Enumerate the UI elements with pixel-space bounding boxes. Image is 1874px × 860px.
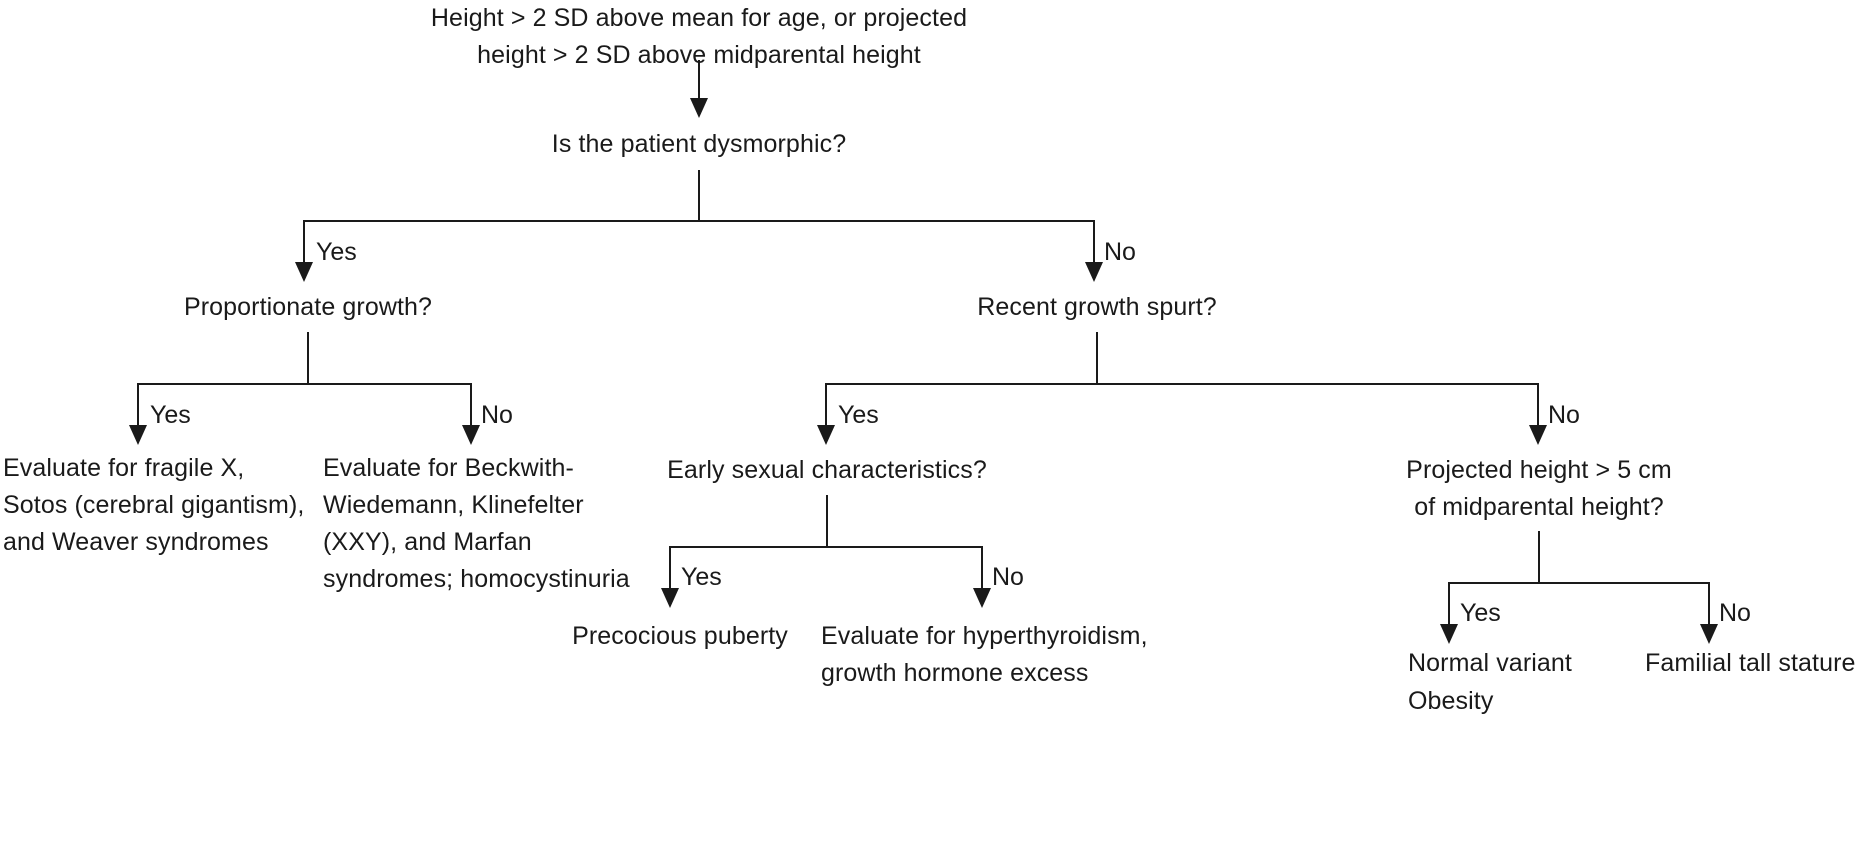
arrowhead-sexual-yes bbox=[661, 588, 679, 608]
edge-dysmorphic-bar bbox=[303, 220, 1094, 222]
node-evaluate-beckwith: Evaluate for Beckwith- Wiedemann, Klinef… bbox=[323, 454, 630, 593]
edge-label-dysmorphic-no: No bbox=[1104, 238, 1136, 266]
node-evaluate-fragile-x: Evaluate for fragile X, Sotos (cerebral … bbox=[3, 454, 305, 556]
node-precocious-puberty: Precocious puberty bbox=[572, 622, 788, 650]
node-recent-growth-spurt: Recent growth spurt? bbox=[977, 293, 1217, 321]
edge-proportionate-bar bbox=[137, 383, 472, 385]
edge-dysmorphic-yes-drop bbox=[303, 220, 305, 273]
edge-projected-stem bbox=[1538, 531, 1540, 583]
edge-sexual-no-drop bbox=[981, 546, 983, 600]
edge-projected-yes-drop bbox=[1448, 582, 1450, 636]
node-familial-tall-stature: Familial tall stature bbox=[1645, 649, 1856, 677]
edge-label-dysmorphic-yes: Yes bbox=[316, 238, 357, 266]
node-obesity: Obesity bbox=[1408, 687, 1494, 715]
edge-spurt-bar bbox=[825, 383, 1539, 385]
edge-label-proportionate-no: No bbox=[481, 401, 513, 429]
arrowhead-projected-yes bbox=[1440, 624, 1458, 644]
arrowhead-spurt-no bbox=[1529, 425, 1547, 445]
arrowhead-spurt-yes bbox=[817, 425, 835, 445]
arrowhead-projected-no bbox=[1700, 624, 1718, 644]
node-early-sexual-characteristics: Early sexual characteristics? bbox=[667, 456, 987, 484]
arrowhead-proportionate-no bbox=[462, 425, 480, 445]
edge-dysmorphic-stem bbox=[698, 170, 700, 221]
edge-spurt-no-drop bbox=[1537, 383, 1539, 437]
edge-sexual-yes-drop bbox=[669, 546, 671, 600]
edge-proportionate-yes-drop bbox=[137, 383, 139, 437]
node-root-criteria: Height > 2 SD above mean for age, or pro… bbox=[430, 4, 968, 69]
edge-sexual-stem bbox=[826, 495, 828, 547]
edge-dysmorphic-no-drop bbox=[1093, 220, 1095, 273]
edge-proportionate-no-drop bbox=[470, 383, 472, 437]
node-projected-height: Projected height > 5 cm of midparental h… bbox=[1406, 456, 1672, 521]
node-is-patient-dysmorphic: Is the patient dysmorphic? bbox=[551, 130, 847, 158]
edge-sexual-bar bbox=[669, 546, 983, 548]
arrowhead-sexual-no bbox=[973, 588, 991, 608]
edge-label-sexual-no: No bbox=[992, 563, 1024, 591]
edge-projected-bar bbox=[1448, 582, 1709, 584]
edge-label-spurt-no: No bbox=[1548, 401, 1580, 429]
node-evaluate-hyperthyroidism: Evaluate for hyperthyroidism, growth hor… bbox=[821, 622, 1148, 687]
edge-proportionate-stem bbox=[307, 332, 309, 384]
node-proportionate-growth: Proportionate growth? bbox=[183, 293, 433, 321]
edge-label-projected-no: No bbox=[1719, 599, 1751, 627]
edge-label-spurt-yes: Yes bbox=[838, 401, 879, 429]
arrowhead-proportionate-yes bbox=[129, 425, 147, 445]
edge-label-sexual-yes: Yes bbox=[681, 563, 722, 591]
edge-spurt-stem bbox=[1096, 332, 1098, 384]
arrowhead-dysmorphic-yes bbox=[295, 262, 313, 282]
node-normal-variant: Normal variant bbox=[1408, 649, 1572, 677]
edge-label-projected-yes: Yes bbox=[1460, 599, 1501, 627]
arrowhead-root-to-dysmorphic bbox=[690, 98, 708, 118]
edge-label-proportionate-yes: Yes bbox=[150, 401, 191, 429]
arrowhead-dysmorphic-no bbox=[1085, 262, 1103, 282]
edge-spurt-yes-drop bbox=[825, 383, 827, 437]
edge-root-to-dysmorphic bbox=[698, 60, 700, 110]
edge-projected-no-drop bbox=[1708, 582, 1710, 636]
